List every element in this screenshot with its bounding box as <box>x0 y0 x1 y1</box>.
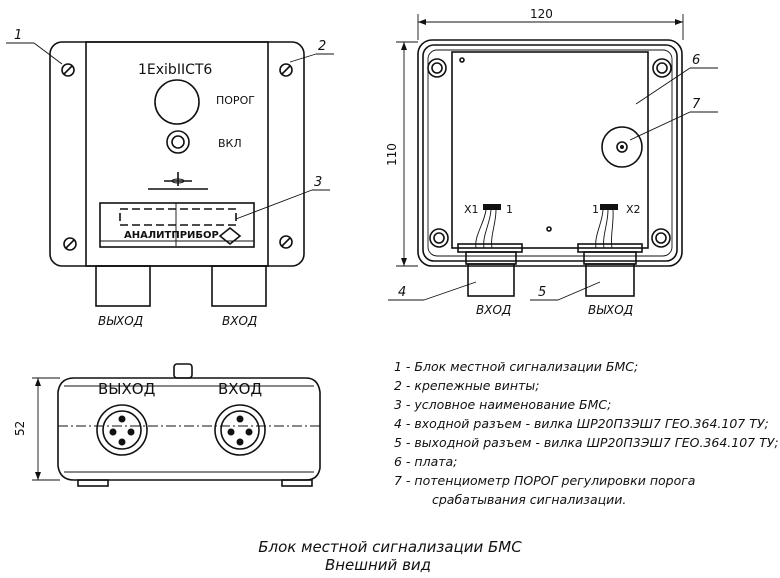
callout-4: 4 <box>398 285 406 300</box>
porog-label: ПОРОГ <box>216 94 255 107</box>
bottom-in-label: ВХОД <box>218 380 262 398</box>
caption-line-2: Внешний вид <box>325 556 431 574</box>
screw-bottom-right <box>279 235 293 249</box>
screw-bottom-left <box>63 237 77 251</box>
inside-enclosure-outer <box>417 39 683 267</box>
x2-pin: 1 <box>592 203 599 216</box>
top-knob <box>173 363 193 379</box>
inside-in-label: ВХОД <box>476 303 511 317</box>
dim-height: 110 <box>385 143 399 166</box>
bottom-view: 52 ВЫХОД ВХОД <box>13 363 321 487</box>
x1-header <box>483 204 501 210</box>
foot-left <box>77 479 109 487</box>
bottom-dim-height: 52 <box>13 421 27 436</box>
porog-knob <box>154 79 200 125</box>
brand-label: АНАЛИТПРИБОР <box>124 230 219 241</box>
legend-item-2: 2 - крепежные винты; <box>394 378 539 393</box>
x1-wires <box>475 209 497 249</box>
front-out-label: ВЫХОД <box>98 314 143 328</box>
input-connector <box>211 265 267 307</box>
foot-right <box>281 479 313 487</box>
x1-label: X1 <box>464 203 479 216</box>
legend: 1 - Блок местной сигнализации БМС; 2 - к… <box>394 359 779 507</box>
symbol-mark <box>148 172 208 190</box>
front-in-label: ВХОД <box>222 314 257 328</box>
input-socket <box>214 404 266 456</box>
callout-1: 1 <box>14 28 22 43</box>
legend-item-5: 5 - выходной разъем - вилка ШР20П3ЭШ7 ГЕ… <box>394 435 779 450</box>
inside-view: 120 110 X1 1 <box>385 7 718 317</box>
front-panel <box>85 41 269 267</box>
inside-screw-tl <box>427 58 447 78</box>
screw-top-right <box>279 63 293 77</box>
front-view: 1ExibIICT6 ПОРОГ ВКЛ АНАЛИТПРИБОР ВЫХ <box>6 28 334 328</box>
x1-pin: 1 <box>506 203 513 216</box>
callout-3: 3 <box>314 175 322 190</box>
output-socket <box>96 404 148 456</box>
dim-width: 120 <box>530 7 553 21</box>
vkl-indicator <box>166 130 190 154</box>
legend-item-3: 3 - условное наименование БМС; <box>394 397 611 412</box>
inside-output-connector <box>583 251 637 297</box>
legend-item-7-cont: срабатывания сигнализации. <box>432 492 626 507</box>
callout-5: 5 <box>538 285 546 300</box>
legend-item-7: 7 - потенциометр ПОРОГ регулировки порог… <box>394 473 695 488</box>
callout-6: 6 <box>692 53 700 68</box>
output-connector <box>95 265 151 307</box>
legend-item-4: 4 - входной разъем - вилка ШР20П3ЭШ7 ГЕО… <box>394 416 769 431</box>
board <box>451 51 649 249</box>
inside-screw-tr <box>652 58 672 78</box>
callout-2: 2 <box>318 39 326 54</box>
bottom-out-label: ВЫХОД <box>98 380 155 398</box>
legend-item-1: 1 - Блок местной сигнализации БМС; <box>394 359 638 374</box>
x2-wires <box>595 209 614 249</box>
inside-out-label: ВЫХОД <box>588 303 633 317</box>
x2-header <box>600 204 618 210</box>
caption-line-1: Блок местной сигнализации БМС <box>258 538 522 556</box>
screw-top-left <box>61 63 75 77</box>
legend-item-6: 6 - плата; <box>394 454 457 469</box>
potentiometer <box>601 126 643 168</box>
inside-input-connector <box>465 251 517 297</box>
x2-label: X2 <box>626 203 641 216</box>
vkl-label: ВКЛ <box>218 137 242 150</box>
inside-screw-br <box>651 228 671 248</box>
inside-enclosure-wall <box>422 44 678 262</box>
inside-screw-bl <box>429 228 449 248</box>
callout-7: 7 <box>692 97 701 112</box>
marking-label: 1ExibIICT6 <box>138 62 212 78</box>
display-window <box>99 202 255 248</box>
